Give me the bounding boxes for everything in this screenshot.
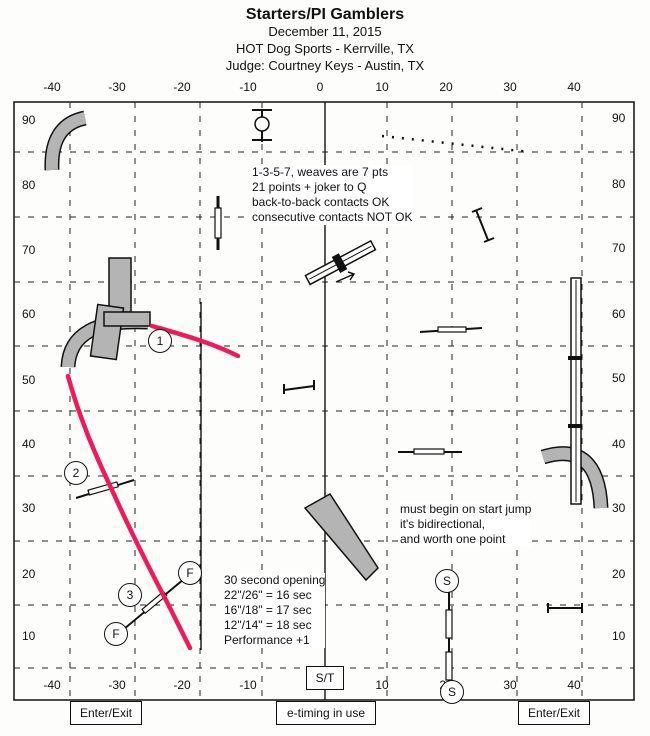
opening-line: Performance +1: [224, 633, 310, 647]
y-right-label: 20: [612, 567, 626, 581]
x-bottom-label: -30: [108, 678, 126, 692]
y-left-label: 40: [22, 437, 36, 451]
rules-line: 1-3-5-7, weaves are 7 pts: [252, 165, 389, 179]
x-top-label: 10: [375, 80, 389, 94]
x-bottom-label: 40: [567, 678, 581, 692]
obstacle-number-1: 1: [148, 329, 172, 353]
y-right-label: 70: [612, 241, 626, 255]
x-top-label: -10: [239, 80, 257, 94]
start-marker-top: S: [435, 569, 459, 593]
y-right-label: 10: [612, 629, 626, 643]
course-date: December 11, 2015: [268, 24, 382, 39]
x-bottom-label: 10: [375, 678, 389, 692]
y-left-label: 70: [22, 243, 36, 257]
rules-line: back-to-back contacts OK: [252, 195, 390, 209]
obstacle-number-3: 3: [118, 583, 142, 607]
y-left-label: 80: [22, 178, 36, 192]
opening-line: 22"/26" = 16 sec: [224, 588, 312, 602]
tunnel-right: [541, 447, 607, 509]
x-bottom-label: -20: [173, 678, 191, 692]
y-left-label: 60: [22, 307, 36, 321]
opening-line: 30 second opening: [224, 573, 326, 587]
start-note-line: and worth one point: [400, 532, 506, 546]
y-right-label: 30: [612, 501, 626, 515]
rules-line: 21 points + joker to Q: [252, 180, 367, 194]
contact-plank-top: [108, 257, 132, 313]
enter-exit-left: Enter/Exit: [70, 701, 142, 725]
y-left-label: 10: [22, 629, 36, 643]
course-border: [13, 101, 635, 701]
enter-exit-right: Enter/Exit: [518, 701, 590, 725]
x-top-label: 40: [567, 80, 581, 94]
course-location: HOT Dog Sports - Kerrville, TX: [236, 41, 414, 56]
weave-poles: [381, 134, 531, 154]
y-left-label: 90: [22, 113, 36, 127]
x-top-label: 20: [439, 80, 453, 94]
jump-1-wing: [214, 207, 222, 239]
x-bottom-label: 30: [503, 678, 517, 692]
teeter-arrow-icon: [335, 271, 356, 283]
course-judge: Judge: Courtney Keys - Austin, TX: [225, 58, 425, 73]
obstacle-number-2: 2: [64, 461, 88, 485]
x-top-label: -40: [43, 80, 61, 94]
dogwalk-mark-2: [568, 424, 582, 428]
x-bottom-label: -10: [239, 678, 257, 692]
jump-bar-2: [475, 209, 489, 241]
jump-bar-4: [283, 385, 315, 391]
y-right-label: 40: [612, 437, 626, 451]
course-title: Starters/PI Gamblers: [245, 6, 405, 23]
etiming-label: e-timing in use: [276, 701, 376, 725]
opening-note: 30 second opening 22"/26" = 16 sec 16"/1…: [224, 573, 326, 648]
dogwalk-mark-1: [568, 356, 582, 360]
start-note-line: must begin on start jump: [400, 502, 532, 516]
opening-line: 12"/14" = 18 sec: [224, 618, 312, 632]
start-note-line: it's bidirectional,: [400, 517, 485, 531]
course-header: Starters/PI Gamblers December 11, 2015 H…: [0, 6, 650, 74]
x-top-label: -20: [173, 80, 191, 94]
y-right-label: 90: [612, 111, 626, 125]
handler-path-1: [149, 323, 241, 359]
start-table-box: S/T: [306, 666, 344, 690]
finish-marker-bottom: F: [104, 622, 128, 646]
handler-path-2: [65, 373, 193, 651]
y-right-label: 50: [612, 371, 626, 385]
teeter: [304, 239, 377, 286]
tunnel-top-left: [45, 112, 87, 171]
y-left-label: 30: [22, 501, 36, 515]
rules-note: 1-3-5-7, weaves are 7 pts 21 points + jo…: [252, 165, 413, 225]
y-right-label: 60: [612, 307, 626, 321]
y-right-label: 80: [612, 177, 626, 191]
start-marker-bottom: S: [440, 680, 464, 704]
chute: [303, 493, 379, 582]
opening-line: 16"/18" = 17 sec: [224, 603, 312, 617]
x-bottom-label: -40: [43, 678, 61, 692]
x-top-label: 30: [503, 80, 517, 94]
start-jump-note: must begin on start jump it's bidirectio…: [400, 502, 532, 547]
rules-line: consecutive contacts NOT OK: [252, 210, 413, 224]
contact-crossbar: [103, 311, 151, 327]
tire-icon: [254, 116, 270, 132]
y-left-label: 20: [22, 567, 36, 581]
x-top-label: 0: [316, 80, 324, 94]
x-top-label: -30: [108, 80, 126, 94]
finish-marker-top: F: [178, 561, 202, 585]
y-left-label: 50: [22, 373, 36, 387]
